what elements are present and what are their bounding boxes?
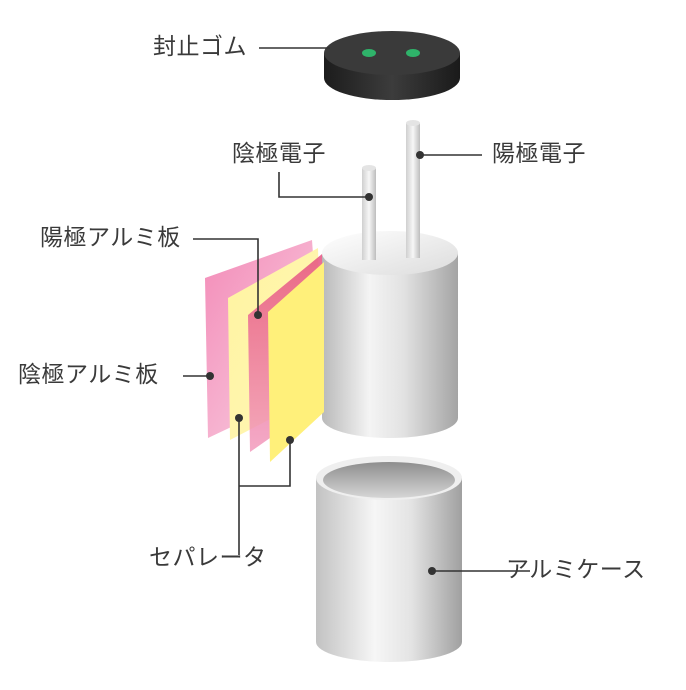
sealing-rubber: [324, 31, 460, 100]
label-sealing-rubber: 封止ゴム: [153, 36, 247, 59]
label-separator: セパレータ: [149, 547, 267, 570]
aluminum-case: [316, 456, 462, 662]
anode-pin: [406, 120, 420, 258]
label-cathode-foil: 陰極アルミ板: [18, 364, 159, 387]
foil-sheets: [205, 240, 324, 462]
label-aluminum-case: アルミケース: [506, 559, 646, 582]
label-anode-foil: 陽極アルミ板: [40, 227, 181, 250]
capacitor-element: [322, 231, 458, 438]
rubber-hole-right: [406, 49, 420, 57]
label-cathode-terminal: 陰極電子: [232, 143, 326, 166]
label-anode-terminal: 陽極電子: [492, 143, 586, 166]
cathode-pin: [362, 165, 376, 260]
rubber-hole-left: [362, 49, 376, 57]
